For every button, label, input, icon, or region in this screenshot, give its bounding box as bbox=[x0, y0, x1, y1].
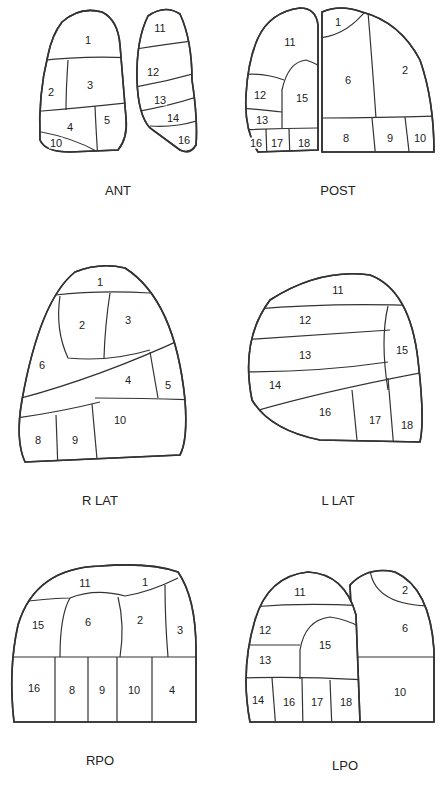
segment-number: 16 bbox=[282, 697, 296, 708]
posterior-view bbox=[240, 8, 440, 160]
segment-number: 12 bbox=[258, 625, 272, 636]
segment-number: 9 bbox=[71, 435, 79, 446]
anterior-view bbox=[30, 9, 200, 160]
segment-number: 12 bbox=[298, 315, 312, 326]
segment-number: 18 bbox=[400, 420, 414, 431]
view-label: LPO bbox=[332, 759, 358, 772]
segment-number: 11 bbox=[153, 23, 166, 34]
segment-number: 14 bbox=[166, 113, 180, 124]
segment-number: 14 bbox=[251, 695, 265, 706]
segment-number: 15 bbox=[295, 93, 309, 104]
left-lateral-view bbox=[240, 274, 425, 450]
segment-number: 11 bbox=[283, 37, 296, 48]
segment-number: 15 bbox=[31, 620, 45, 631]
view-label: R LAT bbox=[82, 494, 118, 507]
segment-number: 8 bbox=[34, 435, 42, 446]
segment-number: 16 bbox=[27, 683, 41, 694]
segment-number: 2 bbox=[78, 320, 86, 331]
segment-number: 4 bbox=[124, 375, 132, 386]
segment-number: 17 bbox=[310, 697, 324, 708]
segment-number: 10 bbox=[127, 685, 141, 696]
segment-number: 5 bbox=[103, 115, 111, 126]
segment-number: 1 bbox=[96, 277, 104, 288]
segment-number: 1 bbox=[84, 35, 92, 46]
left-posterior-oblique-view bbox=[240, 570, 440, 730]
segment-number: 1 bbox=[334, 17, 342, 28]
segment-number: 11 bbox=[78, 578, 91, 589]
segment-number: 16 bbox=[177, 135, 191, 146]
segment-number: 2 bbox=[401, 65, 409, 76]
segment-number: 16 bbox=[318, 407, 332, 418]
segment-number: 8 bbox=[68, 685, 76, 696]
segment-number: 12 bbox=[146, 67, 160, 78]
segment-number: 2 bbox=[47, 87, 55, 98]
segment-number: 15 bbox=[395, 345, 409, 356]
view-label: POST bbox=[320, 184, 355, 197]
segment-number: 17 bbox=[368, 415, 382, 426]
segment-number: 11 bbox=[293, 587, 306, 598]
segment-number: 18 bbox=[297, 138, 311, 149]
segment-number: 11 bbox=[331, 285, 344, 296]
segment-number: 5 bbox=[164, 380, 172, 391]
segment-number: 10 bbox=[393, 687, 407, 698]
segment-number: 13 bbox=[298, 350, 312, 361]
segment-number: 10 bbox=[49, 138, 63, 149]
view-label: L LAT bbox=[321, 494, 354, 507]
segment-number: 13 bbox=[153, 95, 167, 106]
segment-number: 1 bbox=[141, 577, 149, 588]
segment-number: 12 bbox=[253, 90, 267, 101]
view-label: ANT bbox=[105, 184, 131, 197]
segment-number: 2 bbox=[136, 615, 144, 626]
segment-number: 16 bbox=[249, 138, 263, 149]
segment-number: 3 bbox=[86, 80, 94, 91]
segment-number: 6 bbox=[401, 623, 409, 634]
segment-number: 6 bbox=[84, 617, 92, 628]
right-posterior-oblique-view bbox=[8, 565, 200, 730]
segment-number: 13 bbox=[255, 115, 269, 126]
segment-number: 3 bbox=[124, 315, 132, 326]
segment-number: 18 bbox=[339, 697, 353, 708]
segment-number: 4 bbox=[168, 685, 176, 696]
right-lateral-view bbox=[10, 266, 195, 470]
segment-number: 9 bbox=[386, 133, 394, 144]
view-label: RPO bbox=[86, 754, 114, 767]
segment-number: 15 bbox=[318, 640, 332, 651]
segment-number: 6 bbox=[344, 75, 352, 86]
segment-number: 4 bbox=[66, 122, 74, 133]
segment-number: 2 bbox=[401, 585, 409, 596]
segment-number: 10 bbox=[413, 133, 427, 144]
segment-number: 13 bbox=[258, 655, 272, 666]
segment-number: 8 bbox=[342, 133, 350, 144]
segment-number: 3 bbox=[176, 625, 184, 636]
segment-number: 14 bbox=[268, 380, 282, 391]
segment-number: 9 bbox=[98, 685, 106, 696]
segment-number: 6 bbox=[38, 360, 46, 371]
segment-number: 17 bbox=[270, 138, 284, 149]
segment-number: 10 bbox=[113, 415, 127, 426]
